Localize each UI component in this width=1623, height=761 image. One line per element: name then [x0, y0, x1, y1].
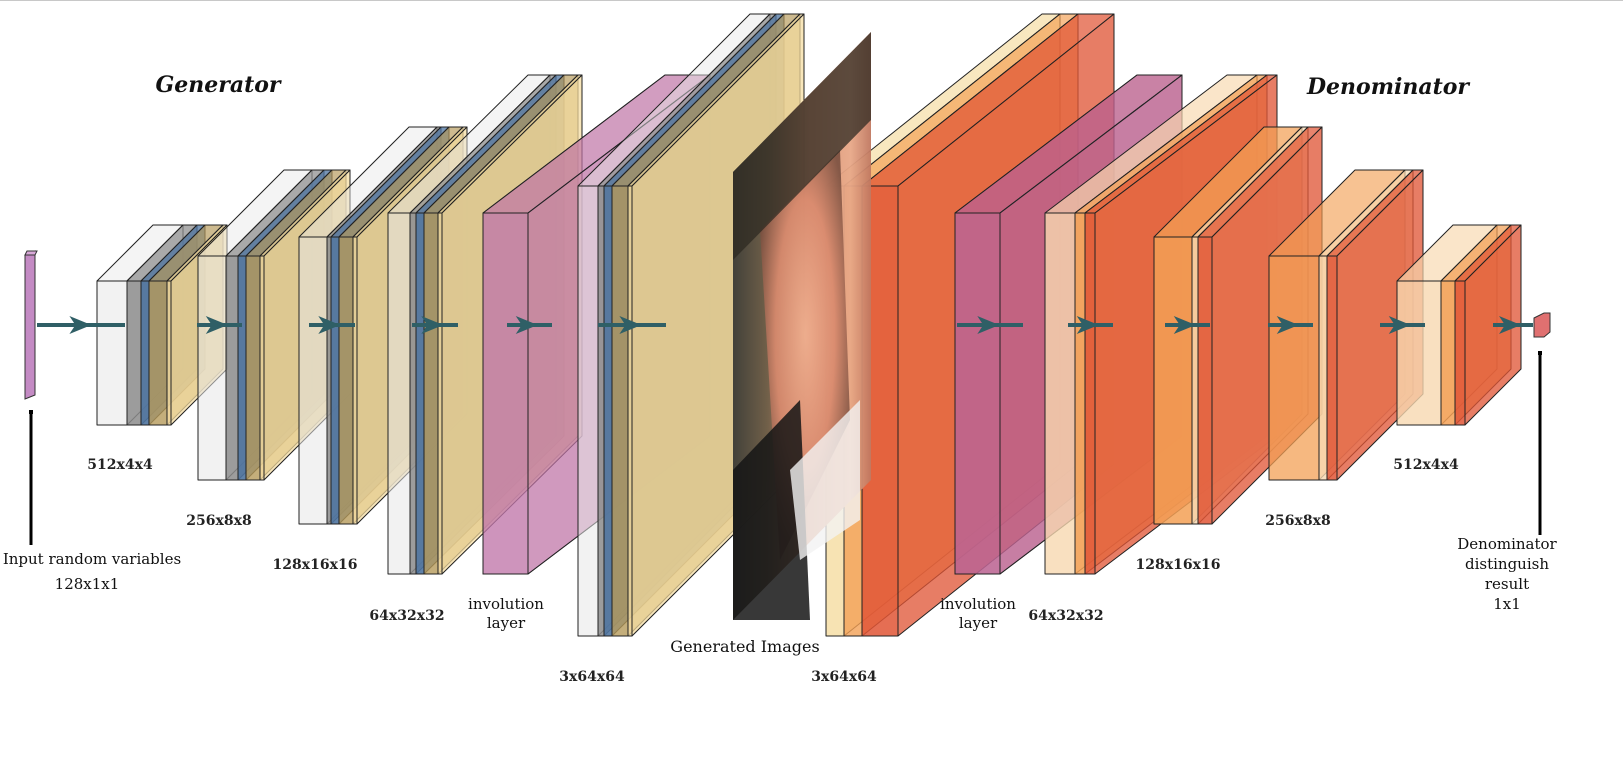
gen-block-3-slice-4-front	[338, 236, 354, 525]
flow-arrows	[37, 316, 1533, 334]
gen-block-6-slice-3-front	[603, 185, 613, 637]
flow-arrow-head	[421, 316, 444, 334]
flow-arrow-head	[619, 316, 642, 334]
disc-involution-label-line1: involution	[940, 595, 1016, 613]
generated-face-image	[733, 32, 871, 620]
gen-block-1-slice-1-front	[96, 280, 128, 426]
disc-dim-2: 64x32x32	[1028, 608, 1103, 624]
flow-arrow-head	[1076, 316, 1099, 334]
gen-dim-2: 256x8x8	[186, 513, 251, 529]
gen-block-2-slice-4-front	[245, 255, 261, 481]
gen-block-1-slice-5-front	[166, 280, 172, 426]
generator-title: Generator	[155, 72, 281, 98]
gen-involution-label-line2: layer	[487, 614, 526, 632]
output-label-line3: result	[1485, 575, 1529, 593]
gen-block-4-slice-3-front	[415, 212, 425, 575]
disc-block-3-slice-3-front	[1084, 212, 1096, 575]
gen-dim-5: 3x64x64	[559, 669, 625, 685]
output-label-line1: Denominator	[1457, 535, 1557, 553]
input-label-line1: Input random variables	[3, 550, 181, 568]
gen-block-1-slice-4-front	[148, 280, 168, 426]
gen-block-3-slice-1-front	[298, 236, 328, 525]
gen-block-2-slice-2-front	[225, 255, 239, 481]
gen-block-2-slice-1-front	[197, 255, 227, 481]
gen-involution-label-line1: involution	[468, 595, 544, 613]
disc-block-4-slice-3-front	[1197, 236, 1213, 525]
disc-block-6-slice-3-front	[1454, 280, 1466, 426]
discriminator-title: Denominator	[1306, 74, 1470, 100]
input-label-line2: 128x1x1	[55, 575, 120, 593]
output-label-line4: 1x1	[1493, 595, 1521, 613]
gen-block-1-slice-3-front	[140, 280, 150, 426]
disc-block-5-slice-1-front	[1268, 255, 1320, 481]
disc-block-3-slice-2-front	[1074, 212, 1086, 575]
output-label-line2: distinguish	[1465, 555, 1549, 573]
flow-arrow-head	[1276, 316, 1299, 334]
gen-dim-3: 128x16x16	[273, 557, 358, 573]
input-vector	[24, 250, 38, 545]
flow-arrow-head	[977, 316, 1000, 334]
disc-dim-1: 3x64x64	[811, 669, 877, 685]
gen-block-6-slice-2-front	[597, 185, 605, 637]
flow-arrow-head	[205, 316, 228, 334]
flow-arrow-head	[1388, 316, 1411, 334]
gen-block-4-slice-2-front	[409, 212, 417, 575]
disc-block-5-slice-3-front	[1326, 255, 1338, 481]
gen-block-6-slice-1-front	[577, 185, 599, 637]
disc-block-6-slice-1-front	[1396, 280, 1442, 426]
generated-images-label: Generated Images	[670, 637, 819, 656]
flow-arrow-head	[69, 316, 92, 334]
disc-involution-label-line2: layer	[959, 614, 998, 632]
disc-dim-5: 512x4x4	[1393, 457, 1459, 473]
flow-arrow-head	[318, 316, 341, 334]
gen-block-3-slice-2-front	[326, 236, 332, 525]
gen-dim-4: 64x32x32	[369, 608, 444, 624]
gen-block-1-slice-2-front	[126, 280, 142, 426]
disc-block-4-slice-1-front	[1153, 236, 1193, 525]
gen-block-2-slice-3-front	[237, 255, 247, 481]
disc-dim-3: 128x16x16	[1136, 557, 1221, 573]
gen-block-2-slice-5-front	[259, 255, 265, 481]
disc-block-6-slice-2-front	[1440, 280, 1456, 426]
disc-dim-4: 256x8x8	[1265, 513, 1330, 529]
gen-block-3-slice-3-front	[330, 236, 340, 525]
disc-block-2-slice-2-front	[954, 212, 1001, 575]
gen-dim-1: 512x4x4	[87, 457, 153, 473]
flow-arrow-head	[1499, 316, 1521, 334]
disc-block-4-slice-2-front	[1191, 236, 1199, 525]
flow-arrow-head	[515, 316, 538, 334]
disc-block-3-slice-1-front	[1044, 212, 1076, 575]
flow-arrow-head	[1173, 316, 1196, 334]
gen-block-5-slice-2-front	[482, 212, 529, 575]
gen-block-4-slice-5-front	[437, 212, 443, 575]
disc-block-5-slice-2-front	[1318, 255, 1328, 481]
gen-block-4-slice-1-front	[387, 212, 411, 575]
gen-block-6-slice-5-front	[627, 185, 633, 637]
gen-block-3-slice-5-front	[352, 236, 358, 525]
output-node	[1533, 312, 1551, 535]
gen-block-6-slice-4-front	[611, 185, 629, 637]
gen-block-4-slice-4-front	[423, 212, 439, 575]
